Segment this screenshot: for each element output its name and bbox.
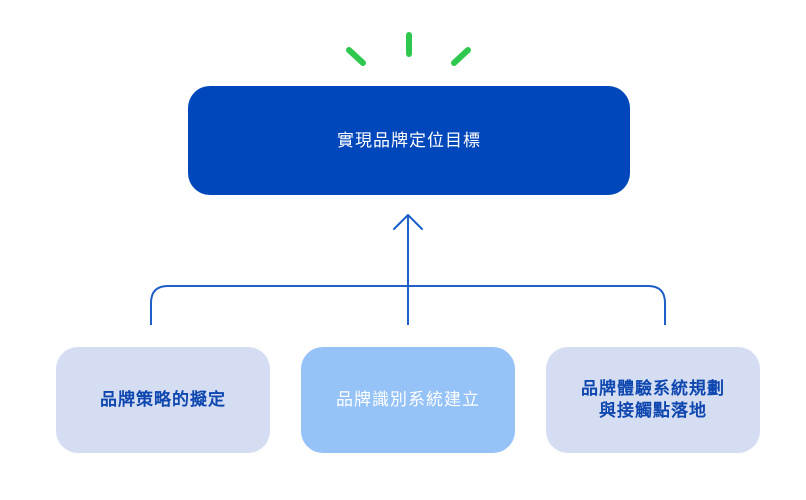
pillar-brand-identity: 品牌識別系統建立: [301, 347, 515, 453]
sparkle-icon: [346, 32, 471, 66]
bracket-connector: [150, 214, 666, 325]
pillar-brand-experience: 品牌體驗系統規劃 與接觸點落地: [546, 347, 760, 453]
pillar-label: 品牌識別系統建立: [336, 390, 480, 410]
sparkle-ray-left: [346, 47, 366, 66]
pillar-brand-strategy: 品牌策略的擬定: [56, 347, 270, 453]
pillar-label-line-2: 與接觸點落地: [599, 401, 707, 421]
arrow-up-icon: [393, 214, 423, 230]
sparkle-ray-right: [451, 47, 471, 66]
goal-box: 實現品牌定位目標: [188, 86, 630, 195]
pillar-label: 品牌策略的擬定: [100, 390, 226, 410]
pillar-label-line-1: 品牌體驗系統規劃: [581, 379, 725, 399]
goal-label: 實現品牌定位目標: [337, 130, 481, 151]
